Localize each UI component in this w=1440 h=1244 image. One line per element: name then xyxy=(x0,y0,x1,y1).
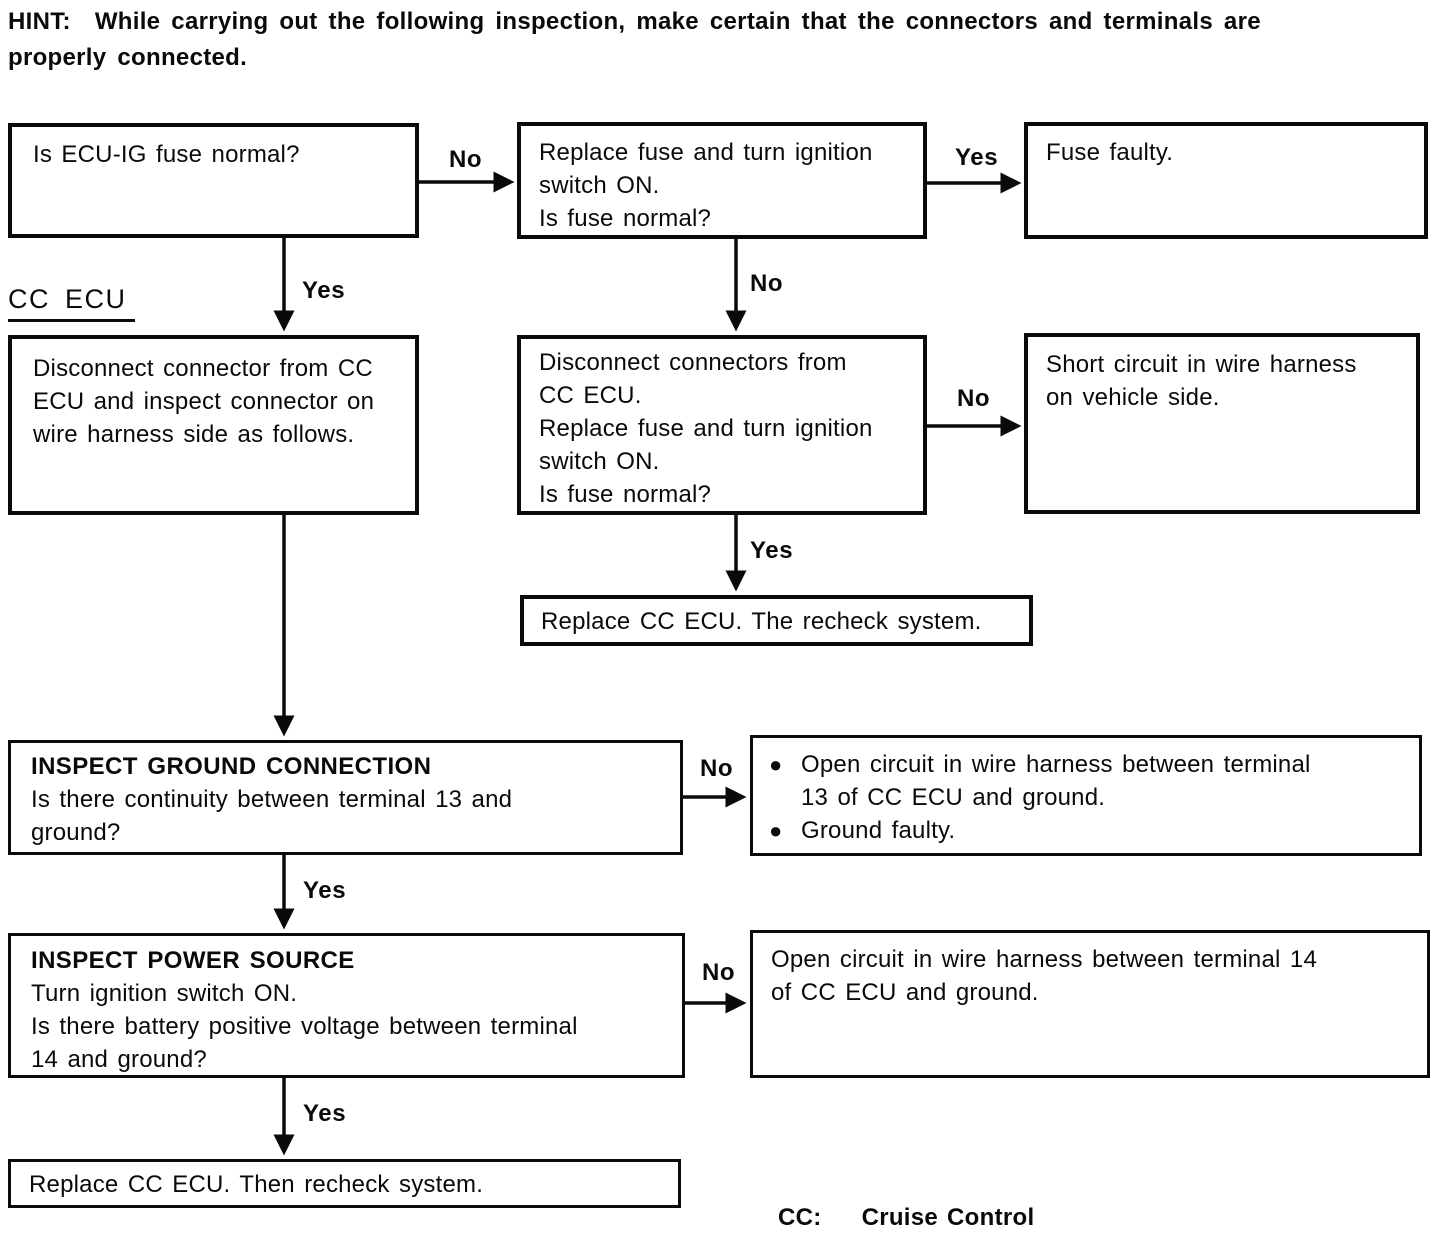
box-line: Replace fuse and turn ignition xyxy=(539,139,873,166)
hint-line-1: HINT: While carrying out the following in… xyxy=(8,4,1438,40)
box-title: INSPECT GROUND CONNECTION xyxy=(31,753,432,780)
hint-label: HINT: xyxy=(8,8,71,35)
bullet-icon: ● xyxy=(769,818,783,843)
box-title: INSPECT POWER SOURCE xyxy=(31,947,355,974)
flow-box-inspect-power-source: INSPECT POWER SOURCE Turn ignition switc… xyxy=(8,933,685,1078)
box-line: Fuse faulty. xyxy=(1046,139,1174,166)
connector-label-no: No xyxy=(750,270,784,297)
box-line: Turn ignition switch ON. xyxy=(31,980,298,1007)
flow-box-inspect-ground-connection: INSPECT GROUND CONNECTION Is there conti… xyxy=(8,740,683,855)
hint-note: HINT: While carrying out the following in… xyxy=(8,4,1438,76)
box-line: wire harness side as follows. xyxy=(33,421,355,448)
connector-label-yes: Yes xyxy=(302,277,346,304)
box-line: Replace CC ECU. Then recheck system. xyxy=(29,1171,484,1198)
bullet-text: Open circuit in wire harness between ter… xyxy=(801,748,1311,814)
flow-box-short-circuit: Short circuit in wire harness on vehicle… xyxy=(1024,333,1420,514)
box-line: Is ECU-IG fuse normal? xyxy=(33,141,300,168)
flow-box-open-circuit-terminal-14: Open circuit in wire harness between ter… xyxy=(750,930,1430,1078)
box-line: CC ECU. xyxy=(539,382,642,409)
box-line: Is there battery positive voltage betwee… xyxy=(31,1013,578,1040)
connector-label-no: No xyxy=(702,959,736,986)
connector-label-yes: Yes xyxy=(303,877,347,904)
bullet-text: Ground faulty. xyxy=(801,814,955,847)
abbreviation-footnote: CC: Cruise Control xyxy=(778,1204,1034,1232)
box-line: ECU and inspect connector on xyxy=(33,388,375,415)
hint-text-line2: properly connected. xyxy=(8,44,248,71)
box-line: Is fuse normal? xyxy=(539,481,712,508)
box-line: Open circuit in wire harness between ter… xyxy=(771,946,1318,973)
flow-box-fuse-check: Is ECU-IG fuse normal? xyxy=(8,123,419,238)
box-line: Open circuit in wire harness between ter… xyxy=(801,751,1311,778)
flow-box-replace-fuse: Replace fuse and turn ignition switch ON… xyxy=(517,122,927,239)
connector-label-yes: Yes xyxy=(955,144,999,171)
box-line: on vehicle side. xyxy=(1046,384,1220,411)
bullet-item: ● Open circuit in wire harness between t… xyxy=(769,748,1409,814)
flow-box-open-circuit-terminal-13: ● Open circuit in wire harness between t… xyxy=(750,735,1422,856)
connector-label-yes: Yes xyxy=(750,537,794,564)
box-line: Short circuit in wire harness xyxy=(1046,351,1357,378)
box-line: Replace fuse and turn ignition xyxy=(539,415,873,442)
bullet-item: ● Ground faulty. xyxy=(769,814,1409,847)
footnote-abbr: CC: xyxy=(778,1204,822,1231)
box-line: Is there continuity between terminal 13 … xyxy=(31,786,513,813)
connector-label-yes: Yes xyxy=(303,1100,347,1127)
connector-label-no: No xyxy=(957,385,991,412)
box-line: 13 of CC ECU and ground. xyxy=(801,784,1106,811)
flow-box-disconnect-replace: Disconnect connectors from CC ECU. Repla… xyxy=(517,335,927,515)
box-line: switch ON. xyxy=(539,172,660,199)
flow-box-disconnect-inspect: Disconnect connector from CC ECU and ins… xyxy=(8,335,419,515)
box-line: switch ON. xyxy=(539,448,660,475)
hint-text-line1: While carrying out the following inspect… xyxy=(94,8,1261,35)
flow-box-replace-cc-ecu-then-recheck: Replace CC ECU. Then recheck system. xyxy=(8,1159,681,1208)
box-line: 14 and ground? xyxy=(31,1046,207,1073)
box-line: Replace CC ECU. The recheck system. xyxy=(541,608,982,635)
flow-box-fuse-faulty: Fuse faulty. xyxy=(1024,122,1428,239)
box-line: Is fuse normal? xyxy=(539,205,712,232)
bullet-icon: ● xyxy=(769,752,783,777)
box-line: ground? xyxy=(31,819,121,846)
connector-label-no: No xyxy=(700,755,734,782)
box-line: Ground faulty. xyxy=(801,817,956,844)
flow-box-replace-cc-ecu-recheck: Replace CC ECU. The recheck system. xyxy=(520,595,1033,646)
section-label-cc-ecu: CC ECU xyxy=(8,284,135,322)
footnote-meaning: Cruise Control xyxy=(861,1204,1035,1231)
box-line: Disconnect connector from CC xyxy=(33,355,373,382)
box-line: of CC ECU and ground. xyxy=(771,979,1039,1006)
box-line: Disconnect connectors from xyxy=(539,349,847,376)
connector-label-no: No xyxy=(449,146,483,173)
